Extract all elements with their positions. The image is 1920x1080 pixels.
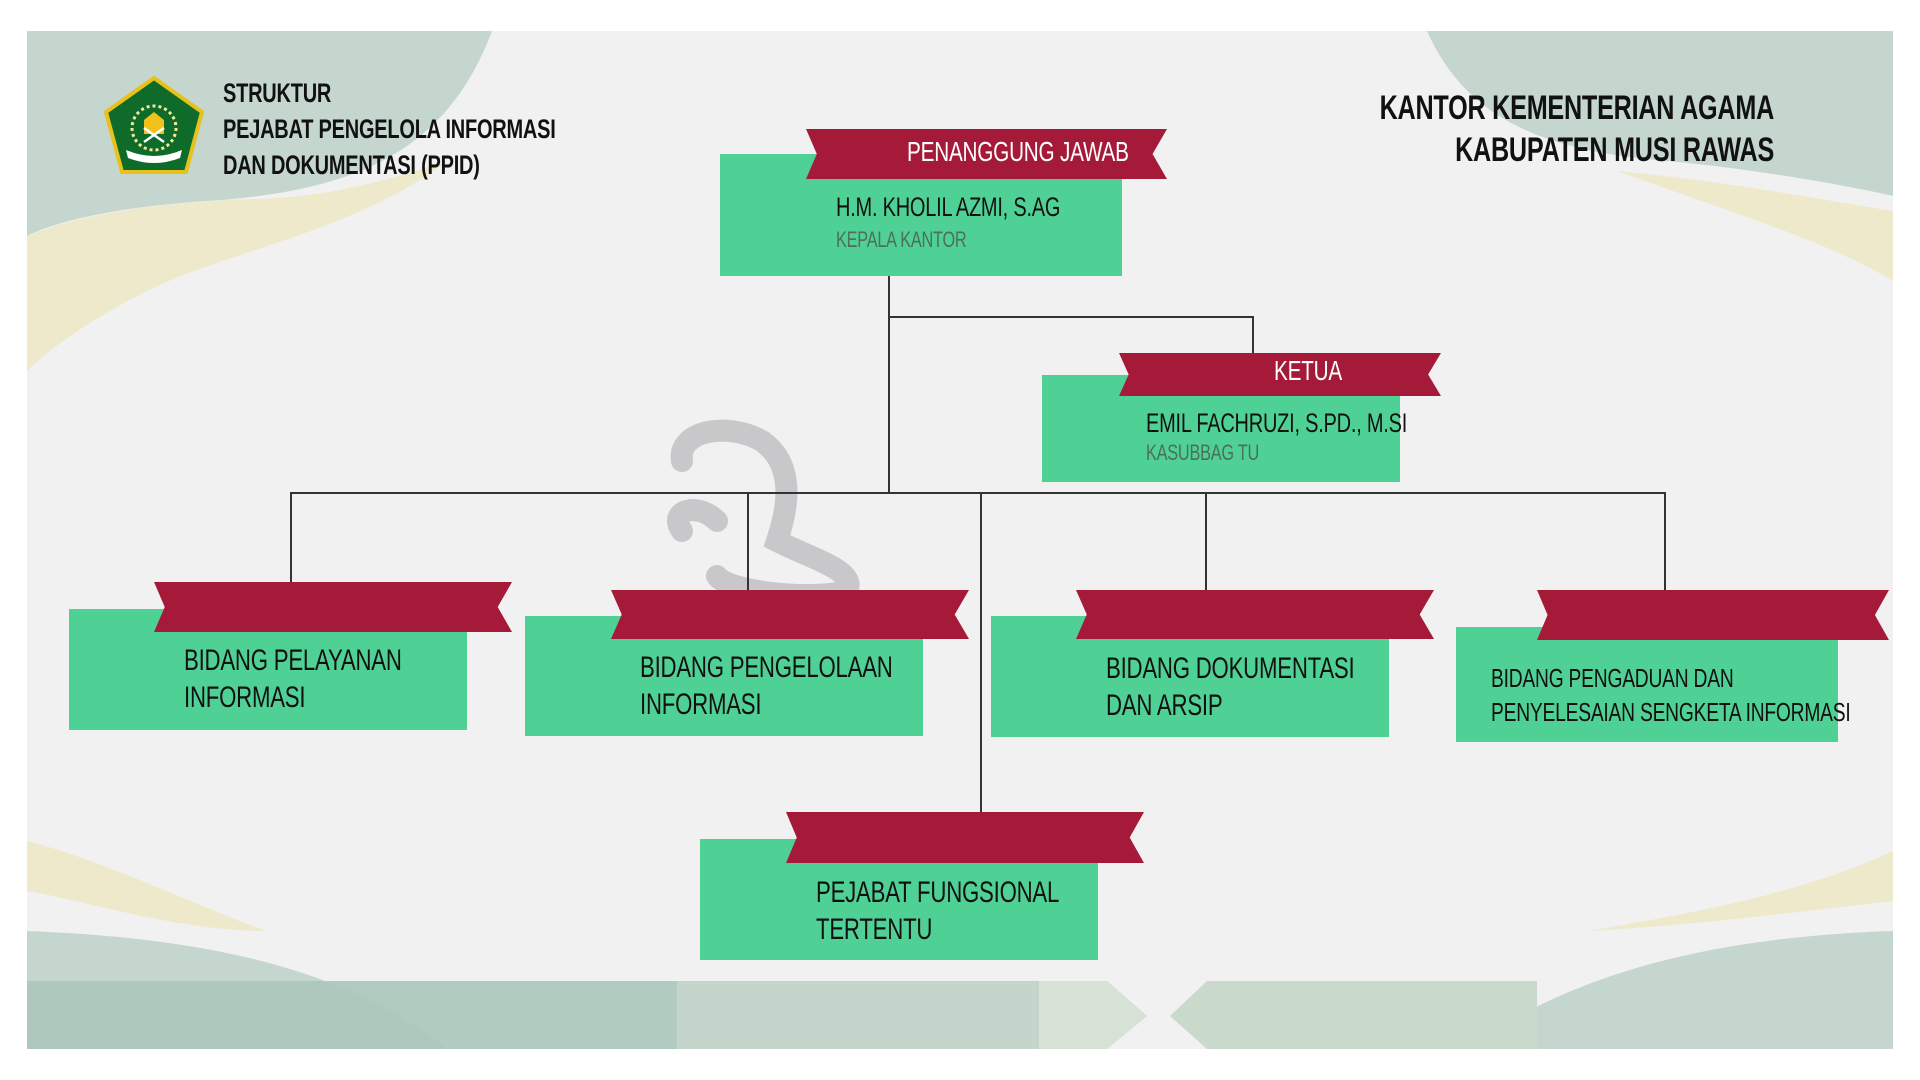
watermark: [667, 419, 860, 606]
ribbon: [806, 129, 1167, 179]
ribbon: [1537, 590, 1889, 640]
connector: [888, 316, 1254, 318]
ribbon: [1119, 353, 1441, 396]
connector: [290, 492, 292, 582]
person-role: KASUBBAG TU: [1146, 440, 1260, 465]
ribbon: [154, 582, 512, 632]
page-title: STRUKTUR PEJABAT PENGELOLA INFORMASI DAN…: [223, 75, 556, 183]
background-decoration: [27, 31, 1893, 1049]
connector: [888, 276, 890, 492]
ribbon-label: KETUA: [1274, 355, 1342, 386]
connector: [1205, 492, 1207, 590]
person-name: H.M. KHOLIL AZMI, S.AG: [836, 192, 1061, 222]
person-name: EMIL FACHRUZI, S.PD., M.SI: [1146, 408, 1408, 438]
connector: [747, 492, 749, 590]
org-line: KABUPATEN MUSI RAWAS: [1455, 131, 1774, 169]
slide: STRUKTUR PEJABAT PENGELOLA INFORMASI DAN…: [27, 31, 1893, 1049]
title-line: PEJABAT PENGELOLA INFORMASI: [223, 114, 556, 144]
connector: [290, 492, 1665, 494]
kemenag-logo-icon: [104, 76, 204, 174]
ribbon: [786, 812, 1144, 863]
node-unit: [1456, 627, 1838, 742]
ribbon: [611, 590, 969, 639]
person-role: KEPALA KANTOR: [836, 227, 967, 252]
organization-name: KANTOR KEMENTERIAN AGAMA KABUPATEN MUSI …: [1379, 87, 1775, 171]
connector: [1664, 492, 1666, 590]
org-line: KANTOR KEMENTERIAN AGAMA: [1379, 89, 1775, 127]
title-line: DAN DOKUMENTASI (PPID): [223, 150, 480, 180]
connector: [1252, 316, 1254, 354]
connector: [980, 492, 982, 812]
title-line: STRUKTUR: [223, 78, 332, 108]
ribbon-label: PENANGGUNG JAWAB: [907, 136, 1129, 167]
ribbon: [1076, 590, 1434, 639]
